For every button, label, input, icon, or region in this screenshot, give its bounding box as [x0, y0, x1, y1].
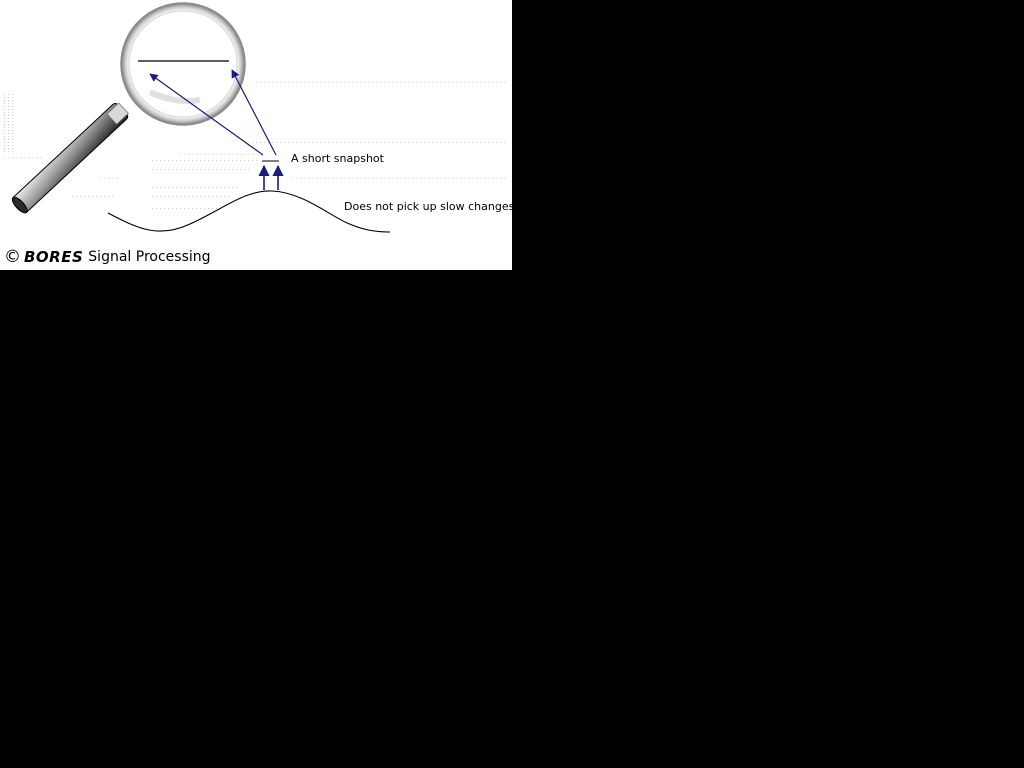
- brand-logo: BORES: [24, 248, 84, 266]
- diagram-figure: A short snapshot Does not pick up slow c…: [0, 0, 512, 270]
- signal-waveform: [107, 190, 391, 233]
- credit-line: © BORES Signal Processing: [4, 247, 211, 267]
- brand-name: Signal Processing: [88, 249, 211, 265]
- dotted-background: [2, 82, 507, 209]
- snapshot-label: A short snapshot: [291, 152, 384, 165]
- arrow-to-lens-left: [149, 73, 264, 156]
- copyright-symbol: ©: [4, 246, 21, 267]
- magnifying-glass-icon: [11, 2, 246, 214]
- diagram-canvas: [2, 2, 507, 233]
- arrow-to-lens-right: [231, 69, 277, 156]
- slow-changes-label: Does not pick up slow changes: [344, 200, 512, 213]
